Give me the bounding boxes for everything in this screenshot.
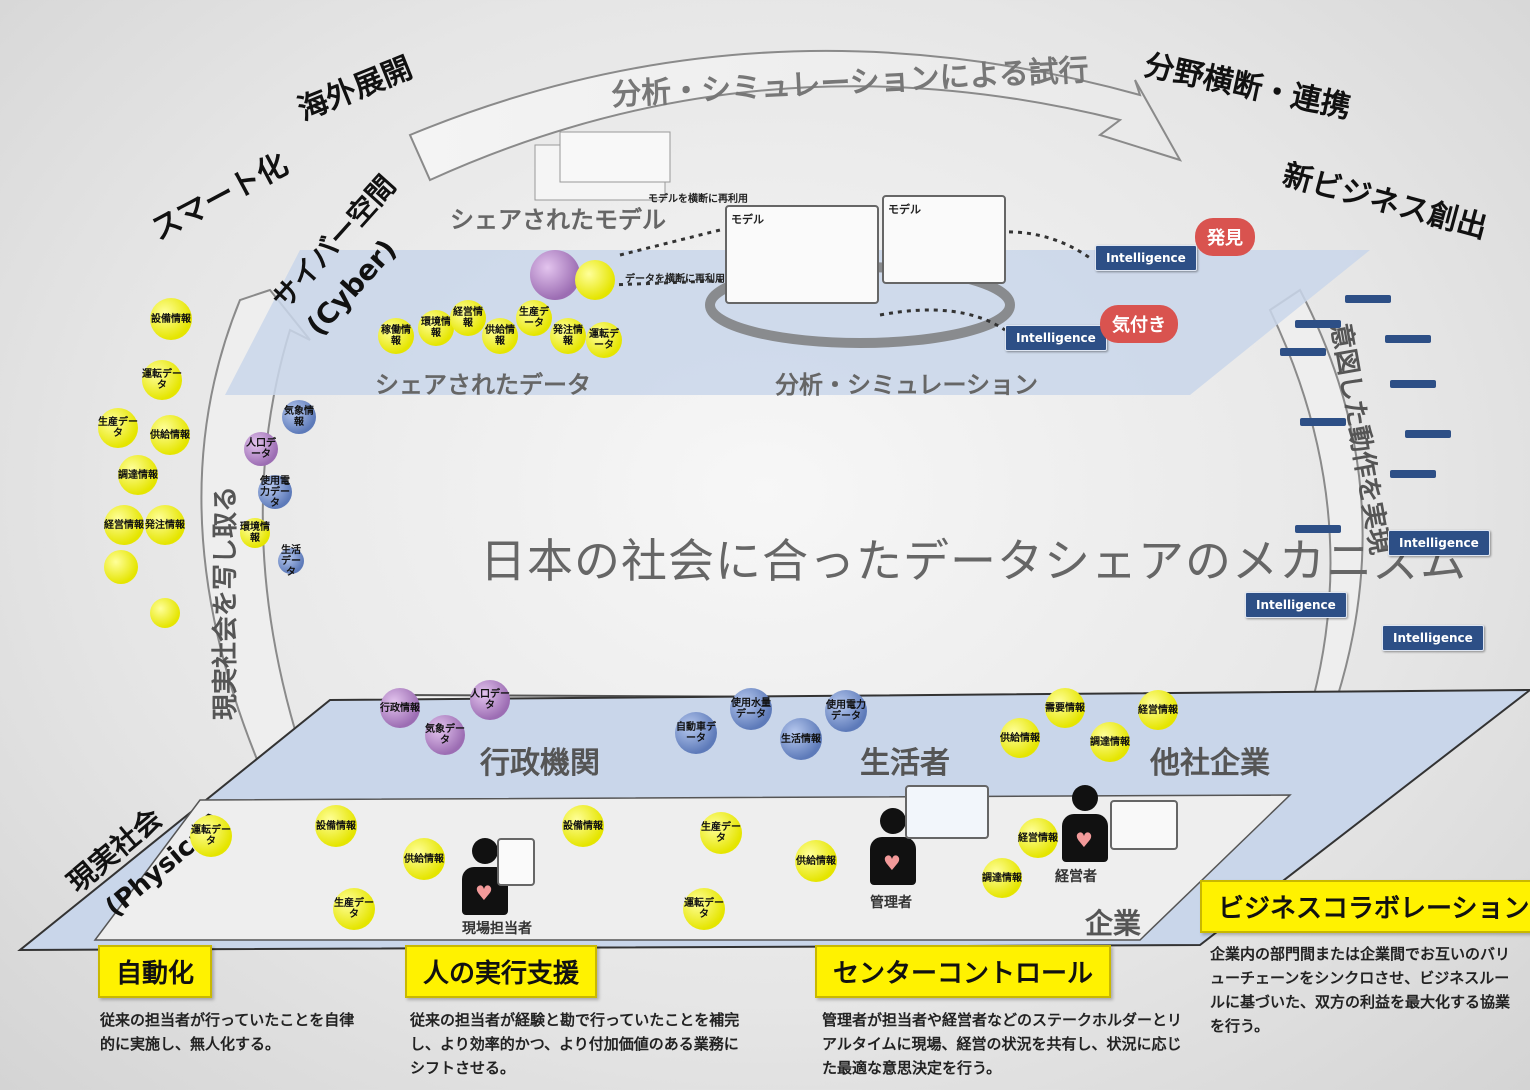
data-bubble <box>530 250 580 300</box>
automation-desc: 従来の担当者が行っていたことを自律的に実施し、無人化する。 <box>100 1011 355 1053</box>
tablet-icon <box>497 838 535 886</box>
data-bubble: 稼働情報 <box>378 318 414 354</box>
field-person-label: 現場担当者 <box>462 921 532 937</box>
model-panel-2: モデル <box>882 195 1006 284</box>
intelligence-badge-1: Intelligence <box>1095 245 1197 271</box>
data-bubble: 経営情報 <box>1018 818 1058 858</box>
data-bubble: 設備情報 <box>562 805 604 847</box>
data-reuse-label: データを横断に再利用 <box>625 274 725 285</box>
model-panel-1-label: モデル <box>731 213 764 226</box>
human-support-box: 人の実行支援 <box>405 945 598 998</box>
center-control-box: センターコントロール <box>815 945 1112 998</box>
data-bubble: 運転データ <box>142 360 182 400</box>
analysis-label: 分析・シミュレーション <box>775 371 1039 399</box>
data-bubble: 生産データ <box>98 408 138 448</box>
signal-dash <box>1295 320 1341 328</box>
data-bubble: 運転データ <box>683 888 725 930</box>
data-bubble: 生活情報 <box>780 718 822 760</box>
data-bubble: 人口データ <box>470 680 510 720</box>
company-label: 企業 <box>1085 907 1142 940</box>
gov-label: 行政機関 <box>480 746 600 781</box>
other-company-label: 他社企業 <box>1150 746 1270 781</box>
data-bubble <box>575 260 615 300</box>
monitor-icon <box>905 785 989 839</box>
signal-dash <box>1385 335 1431 343</box>
manager-label: 管理者 <box>870 895 912 911</box>
data-bubble: 供給情報 <box>1000 718 1040 758</box>
signal-dash <box>1300 418 1346 426</box>
data-bubble: 行政情報 <box>380 688 420 728</box>
data-bubble: 使用電力データ <box>258 475 292 509</box>
data-bubble: 供給情報 <box>795 840 837 882</box>
data-bubble: 調達情報 <box>118 455 158 495</box>
data-bubble: 供給情報 <box>150 415 190 455</box>
manager-icon: ♥ <box>870 808 916 885</box>
intelligence-badge-4: Intelligence <box>1245 592 1347 618</box>
signal-dash <box>1280 348 1326 356</box>
data-bubble: 使用電力データ <box>825 690 867 732</box>
monitor-icon <box>1110 800 1178 850</box>
data-bubble: 経営情報 <box>450 300 486 336</box>
intelligence-badge-3: Intelligence <box>1388 530 1490 556</box>
intelligence-badge-2: Intelligence <box>1005 325 1107 351</box>
shared-data-label: シェアされたデータ <box>375 371 591 399</box>
data-bubble: 気象情報 <box>282 400 316 434</box>
data-bubble: 供給情報 <box>482 318 518 354</box>
awareness-callout: 気付き <box>1100 305 1178 343</box>
executive-icon: ♥ <box>1062 785 1108 862</box>
model-panel-2-label: モデル <box>888 203 921 216</box>
life-label: 生活者 <box>860 746 950 781</box>
data-bubble: 調達情報 <box>1090 722 1130 762</box>
data-bubble: 生産データ <box>700 812 742 854</box>
center-title: 日本の社会に合ったデータシェアのメカニズム <box>480 534 1467 588</box>
signal-dash <box>1345 295 1391 303</box>
model-panel-1: モデル <box>725 205 879 304</box>
data-bubble: 発注情報 <box>550 318 586 354</box>
data-bubble: 設備情報 <box>150 298 192 340</box>
data-bubble: 使用水量データ <box>730 688 772 730</box>
cyber-plane <box>225 250 1370 395</box>
intelligence-badge-5: Intelligence <box>1382 625 1484 651</box>
model-reuse-label: モデルを横断に再利用 <box>648 194 748 205</box>
executive-label: 経営者 <box>1055 869 1097 885</box>
left-arrow-label: 現実社会を写し取る <box>211 485 241 720</box>
data-bubble: 環境情報 <box>240 518 270 548</box>
business-collab-box: ビジネスコラボレーション <box>1200 880 1530 933</box>
data-bubble: 自動車データ <box>675 712 717 754</box>
data-bubble: 環境情報 <box>418 310 454 346</box>
signal-dash <box>1405 430 1451 438</box>
data-bubble: 生産データ <box>516 300 552 336</box>
signal-dash <box>1390 380 1436 388</box>
data-bubble: 需要情報 <box>1045 688 1085 728</box>
data-bubble <box>150 598 180 628</box>
human-support-desc: 従来の担当者が経験と勘で行っていたことを補完し、より効率的かつ、より付加価値のあ… <box>410 1011 740 1077</box>
data-bubble: 生産データ <box>333 888 375 930</box>
top-arc-arrow <box>408 49 1183 182</box>
business-collab-desc: 企業内の部門間または企業間でお互いのバリューチェーンをシンクロさせ、ビジネスルー… <box>1210 945 1511 1035</box>
data-bubble: 経営情報 <box>1138 690 1178 730</box>
data-bubble: 運転データ <box>190 815 232 857</box>
data-bubble: 発注情報 <box>145 505 185 545</box>
shared-model-label: シェアされたモデル <box>450 206 666 234</box>
data-bubble: 気象データ <box>425 715 465 755</box>
data-bubble: 運転データ <box>586 322 622 358</box>
data-bubble: 経営情報 <box>104 505 144 545</box>
signal-dash <box>1295 525 1341 533</box>
data-bubble: 設備情報 <box>315 805 357 847</box>
automation-box: 自動化 <box>98 945 213 998</box>
discovery-callout: 発見 <box>1195 218 1255 256</box>
data-bubble <box>104 550 138 584</box>
data-bubble: 生活データ <box>278 545 304 578</box>
center-control-desc: 管理者が担当者や経営者などのステークホルダーとリアルタイムに現場、経営の状況を共… <box>822 1011 1183 1077</box>
data-bubble: 調達情報 <box>982 858 1022 898</box>
data-bubble: 人口データ <box>244 432 278 466</box>
signal-dash <box>1390 470 1436 478</box>
data-bubble: 供給情報 <box>403 838 445 880</box>
